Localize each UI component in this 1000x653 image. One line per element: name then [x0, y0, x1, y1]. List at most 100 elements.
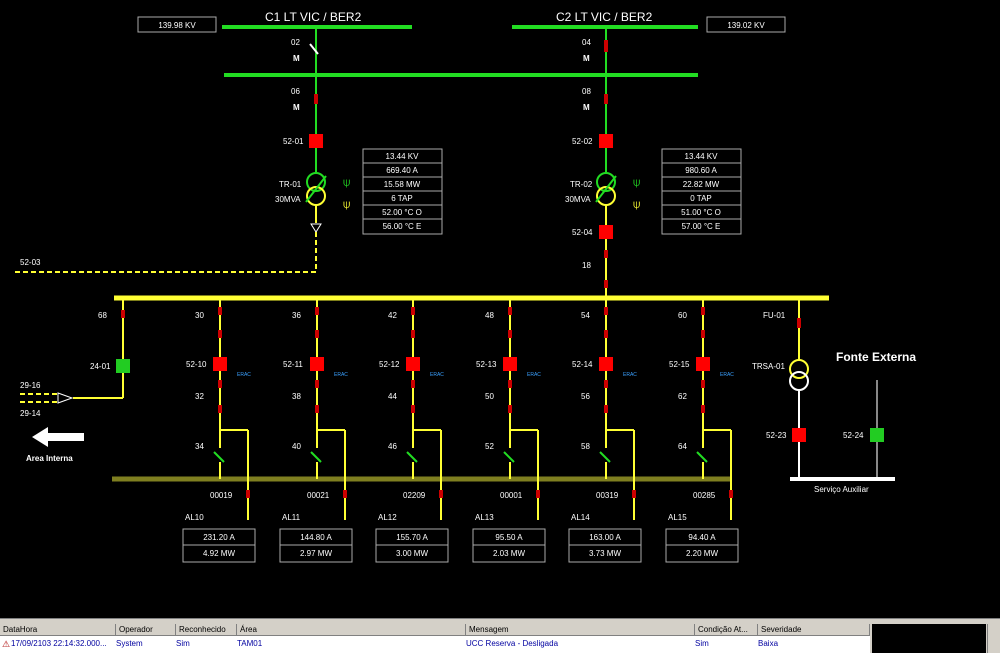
alarm-list[interactable]	[0, 636, 870, 653]
alarm-row-reconhecido[interactable]: Sim	[176, 639, 190, 648]
bypass-switch[interactable]	[406, 451, 418, 463]
feeder-disconnect-mid-2	[701, 405, 705, 413]
feeder-breaker[interactable]	[406, 357, 420, 371]
tr02-readings: 13.44 KV 980.60 A 22.82 MW 0 TAP 51.00 °…	[661, 148, 742, 235]
breaker-52-23[interactable]	[792, 428, 806, 442]
feeder-breaker[interactable]	[213, 357, 227, 371]
feeder-breaker[interactable]	[310, 357, 324, 371]
c1-line-title: C1 LT VIC / BER2	[265, 10, 362, 24]
tr01-mw: 15.58 MW	[384, 180, 421, 189]
area-interna-label[interactable]: Area Interna	[26, 454, 73, 463]
bypass-switch[interactable]	[310, 451, 322, 463]
feeder-name: AL13	[475, 513, 494, 522]
area-interna-arrow-icon[interactable]	[32, 427, 84, 447]
feeder-disconnect-top[interactable]	[315, 307, 319, 315]
feeder-breaker[interactable]	[503, 357, 517, 371]
tr02-amps: 980.60 A	[685, 166, 717, 175]
breaker-52-24[interactable]	[870, 428, 884, 442]
svg-text:52-03: 52-03	[20, 258, 41, 267]
tr02-mw: 22.82 MW	[683, 180, 720, 189]
tr01-oil-temp: 52.00 °C O	[382, 208, 422, 217]
feeder-amps: 94.40 A	[688, 533, 716, 542]
feeder-breaker-label: 52-13	[476, 360, 497, 369]
feeder-disconnect-mid	[218, 380, 222, 388]
feeder-disconnect-top-2	[508, 330, 512, 338]
feeder-disconnect-mid-2	[411, 405, 415, 413]
feeder-out-disconnect	[439, 490, 443, 498]
svg-text:TR-01: TR-01	[279, 180, 302, 189]
feeder-disconnect-mid-2	[315, 405, 319, 413]
alarm-row-datahora[interactable]: 17/09/2103 22:14:32.000...	[11, 639, 107, 648]
switch-02[interactable]	[309, 43, 319, 55]
svg-text:29-16: 29-16	[20, 381, 41, 390]
feeder-disconnect-top[interactable]	[218, 307, 222, 315]
feeder-amps: 231.20 A	[203, 533, 235, 542]
feeder-disconnect-mid	[411, 380, 415, 388]
breaker-52-01[interactable]	[309, 134, 323, 148]
svg-text:30MVA: 30MVA	[565, 195, 591, 204]
alarm-row-mensagem[interactable]: UCC Reserva - Desligada	[466, 639, 559, 648]
bypass-switch[interactable]	[696, 451, 708, 463]
feeder-disconnect-top[interactable]	[411, 307, 415, 315]
erac-label: ERAC	[527, 372, 541, 378]
col-area[interactable]: Área	[237, 624, 466, 636]
feeder-disconnect-top-2	[604, 330, 608, 338]
bypass-switch[interactable]	[213, 451, 225, 463]
col-condicao[interactable]: Condição At...	[695, 624, 758, 636]
feeder-breaker[interactable]	[696, 357, 710, 371]
feeder-mid-id: 38	[292, 392, 301, 401]
feeder-name: AL14	[571, 513, 590, 522]
breaker-52-02[interactable]	[599, 134, 613, 148]
tr01-ground-symbol	[310, 223, 322, 233]
feeder-sw-id: 64	[678, 442, 687, 451]
alarm-row-condicao[interactable]: Sim	[695, 639, 709, 648]
feeder-disconnect-mid	[701, 380, 705, 388]
breaker-52-04[interactable]	[599, 225, 613, 239]
bypass-switch[interactable]	[503, 451, 515, 463]
tr01-winding-temp: 56.00 °C E	[383, 222, 422, 231]
feeder-mw: 2.97 MW	[300, 549, 332, 558]
feeder-disconnect-top[interactable]	[701, 307, 705, 315]
bypass-switch[interactable]	[599, 451, 611, 463]
svg-text:29-14: 29-14	[20, 409, 41, 418]
col-severidade[interactable]: Severidade	[758, 624, 870, 636]
feeder-mw: 2.20 MW	[686, 549, 718, 558]
breaker-24-01[interactable]	[116, 359, 130, 373]
tr01-tap-arrow[interactable]	[305, 175, 327, 203]
alarm-row-severidade[interactable]: Baixa	[758, 639, 779, 648]
svg-text:M: M	[583, 103, 590, 112]
feeder-amps: 155.70 A	[396, 533, 428, 542]
tr02-tap-arrow[interactable]	[595, 175, 617, 203]
feeder-disconnect-top-2	[218, 330, 222, 338]
col-datahora[interactable]: DataHora	[0, 624, 116, 636]
tr01-fan-icon-2: ⍦	[343, 197, 350, 211]
feeder-breaker-label: 52-14	[572, 360, 593, 369]
svg-text:52-02: 52-02	[572, 137, 593, 146]
svg-text:04: 04	[582, 38, 591, 47]
servico-auxiliar-label: Serviço Auxiliar	[814, 485, 869, 494]
svg-text:TRSA-01: TRSA-01	[752, 362, 785, 371]
feeder-mid-id: 32	[195, 392, 204, 401]
switch-04[interactable]	[604, 40, 608, 52]
feeder-top-id: 30	[195, 311, 204, 320]
feeder-breaker-label: 52-15	[669, 360, 690, 369]
col-mensagem[interactable]: Mensagem	[466, 624, 695, 636]
svg-text:M: M	[293, 103, 300, 112]
alarm-row-area[interactable]: TAM01	[237, 639, 263, 648]
alarm-row-operador[interactable]: System	[116, 639, 143, 648]
col-reconhecido[interactable]: Reconhecido	[176, 624, 237, 636]
feeder-breaker[interactable]	[599, 357, 613, 371]
c1-kv-value: 139.98 KV	[158, 21, 196, 30]
tr01-readings: 13.44 KV 669.40 A 15.58 MW 6 TAP 52.00 °…	[362, 148, 443, 235]
col-operador[interactable]: Operador	[116, 624, 176, 636]
alarm-scrollbar[interactable]	[987, 624, 1000, 653]
feeder-mw: 3.73 MW	[589, 549, 621, 558]
feeder-mw: 2.03 MW	[493, 549, 525, 558]
alarm-icon: ⚠	[2, 639, 11, 649]
feeder-disconnect-top[interactable]	[604, 307, 608, 315]
feeder-disconnect-top-2	[411, 330, 415, 338]
feeder-disconnect-top[interactable]	[508, 307, 512, 315]
trsa01-winding-secondary	[789, 371, 809, 391]
feeder-disconnect-top-2	[315, 330, 319, 338]
feeder-mid-id: 50	[485, 392, 494, 401]
